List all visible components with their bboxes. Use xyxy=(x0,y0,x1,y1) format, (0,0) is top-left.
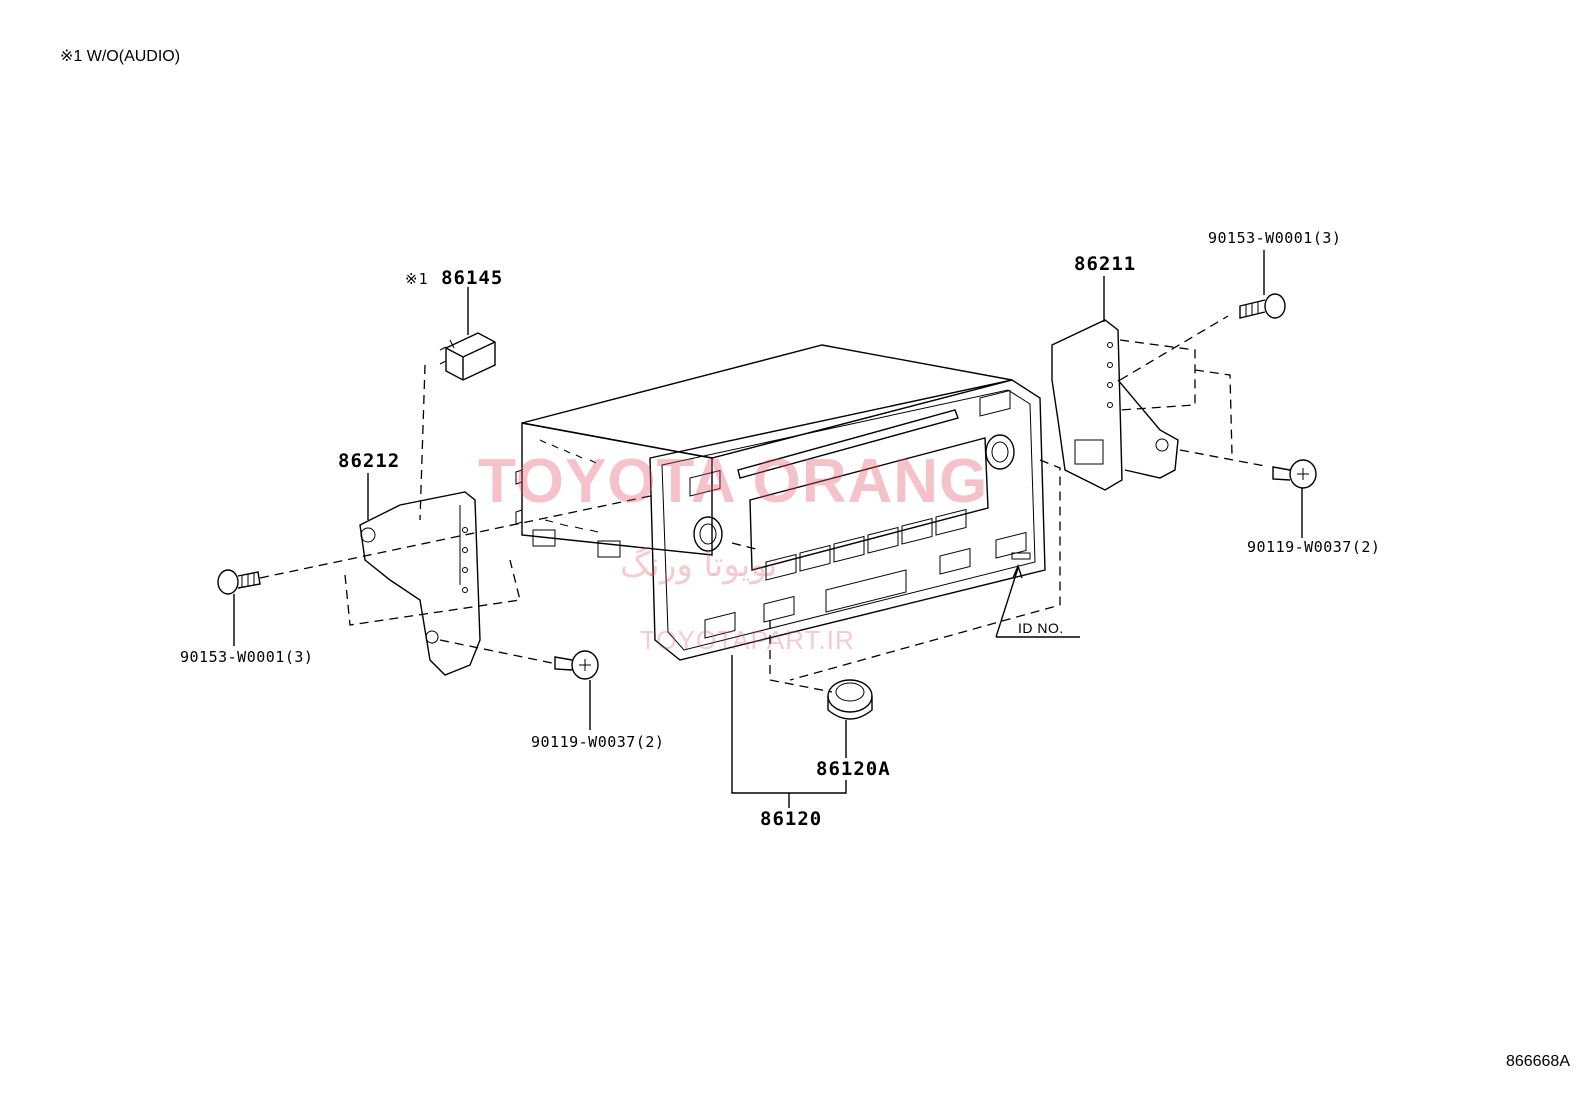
label-86120a: 86120A xyxy=(816,758,891,780)
label-id-no: ID NO. xyxy=(1018,620,1064,636)
bracket-86212 xyxy=(359,491,481,676)
assembly-lines xyxy=(259,315,1266,693)
label-screw-right: 90119-W0037(2) xyxy=(1247,538,1381,556)
bolt-left xyxy=(217,569,261,595)
label-bolt-right: 90153-W0001(3) xyxy=(1208,229,1342,247)
footnote-mark: ※1 xyxy=(405,270,429,288)
label-86211: 86211 xyxy=(1074,253,1137,275)
label-screw-left: 90119-W0037(2) xyxy=(531,733,665,751)
leader-lines xyxy=(233,250,1303,808)
label-86120: 86120 xyxy=(760,808,823,830)
watermark-url: TOYOTAPART.IR xyxy=(640,625,855,655)
knob-86120a xyxy=(827,679,873,720)
radio-unit xyxy=(515,344,1046,661)
relay-86145 xyxy=(439,332,496,381)
label-86212: 86212 xyxy=(338,450,401,472)
footnote-without-audio: ※1 W/O(AUDIO) xyxy=(60,48,181,65)
watermark-persian: تویوتا ورنگ xyxy=(620,545,778,585)
screw-left xyxy=(554,650,599,680)
label-bolt-left: 90153-W0001(3) xyxy=(180,648,314,666)
bracket-86211 xyxy=(1051,319,1179,491)
screw-right xyxy=(1272,459,1317,489)
label-86145: ※1 86145 xyxy=(405,267,503,289)
figure-number: 866668A xyxy=(1505,1053,1570,1070)
bolt-right xyxy=(1239,293,1286,319)
watermark-latin: TOYOTA ORANG xyxy=(478,447,989,516)
part-number-86145: 86145 xyxy=(441,267,504,289)
